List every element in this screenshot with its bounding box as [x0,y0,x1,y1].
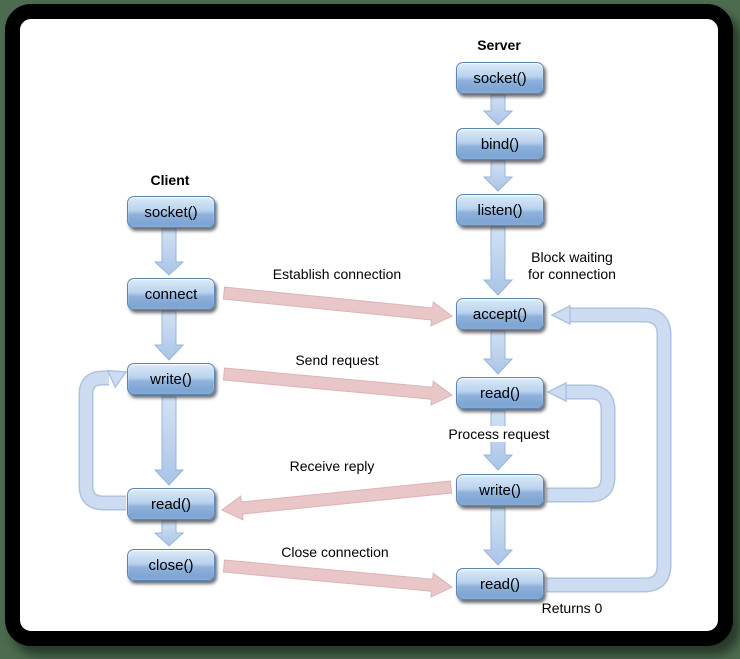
message-arrow-establish-connection [222,286,453,327]
message-arrow-send-request [222,367,453,406]
flow-arrow-client-write-read [153,396,185,486]
returns-zero-annotation: Returns 0 [541,600,603,616]
flow-arrow-server-accept-read [482,330,514,375]
server-listen-node: listen() [456,194,544,226]
flow-arrow-client-connect-write [153,310,185,361]
server-socket-node: socket() [456,62,544,94]
loop-arrow-server-read-to-accept [546,304,672,593]
client-socket-node: socket() [127,196,215,228]
block-waiting-annotation: Block waiting for connection [528,249,616,282]
message-arrow-receive-reply [221,480,453,521]
loop-arrowhead-icon [550,304,571,326]
client-write-node: write() [127,363,215,395]
close-connection-label: Close connection [281,544,389,560]
client-column-title: Client [150,172,190,188]
server-read2-node: read() [456,568,544,600]
message-arrow-close-connection [222,559,453,598]
client-connect-node: connect [127,278,215,310]
server-accept-node: accept() [456,298,544,330]
client-close-node: close() [127,549,215,581]
flow-arrow-server-bind-listen [482,160,514,192]
slide-frame [5,4,733,646]
send-request-label: Send request [295,352,379,368]
server-column-title: Server [477,37,521,53]
flow-arrow-server-socket-bind [482,94,514,126]
flow-arrow-client-read-close [153,520,185,547]
loop-arrow-client-read-to-write [78,369,128,511]
server-read-node: read() [456,377,544,409]
server-bind-node: bind() [456,128,544,160]
loop-arrowhead-icon [546,381,567,403]
establish-connection-label: Establish connection [272,266,402,282]
flow-arrow-server-write-read [482,507,514,566]
client-read-node: read() [127,488,215,520]
flow-arrow-client-socket-connect [153,228,185,276]
server-write-node: write() [456,474,544,506]
receive-reply-label: Receive reply [289,458,375,474]
flow-arrow-server-listen-accept [482,226,514,296]
loop-arrowhead-icon [106,369,128,389]
process-request-annotation: Process request [437,426,561,442]
loop-arrow-server-write-to-read [546,381,616,503]
